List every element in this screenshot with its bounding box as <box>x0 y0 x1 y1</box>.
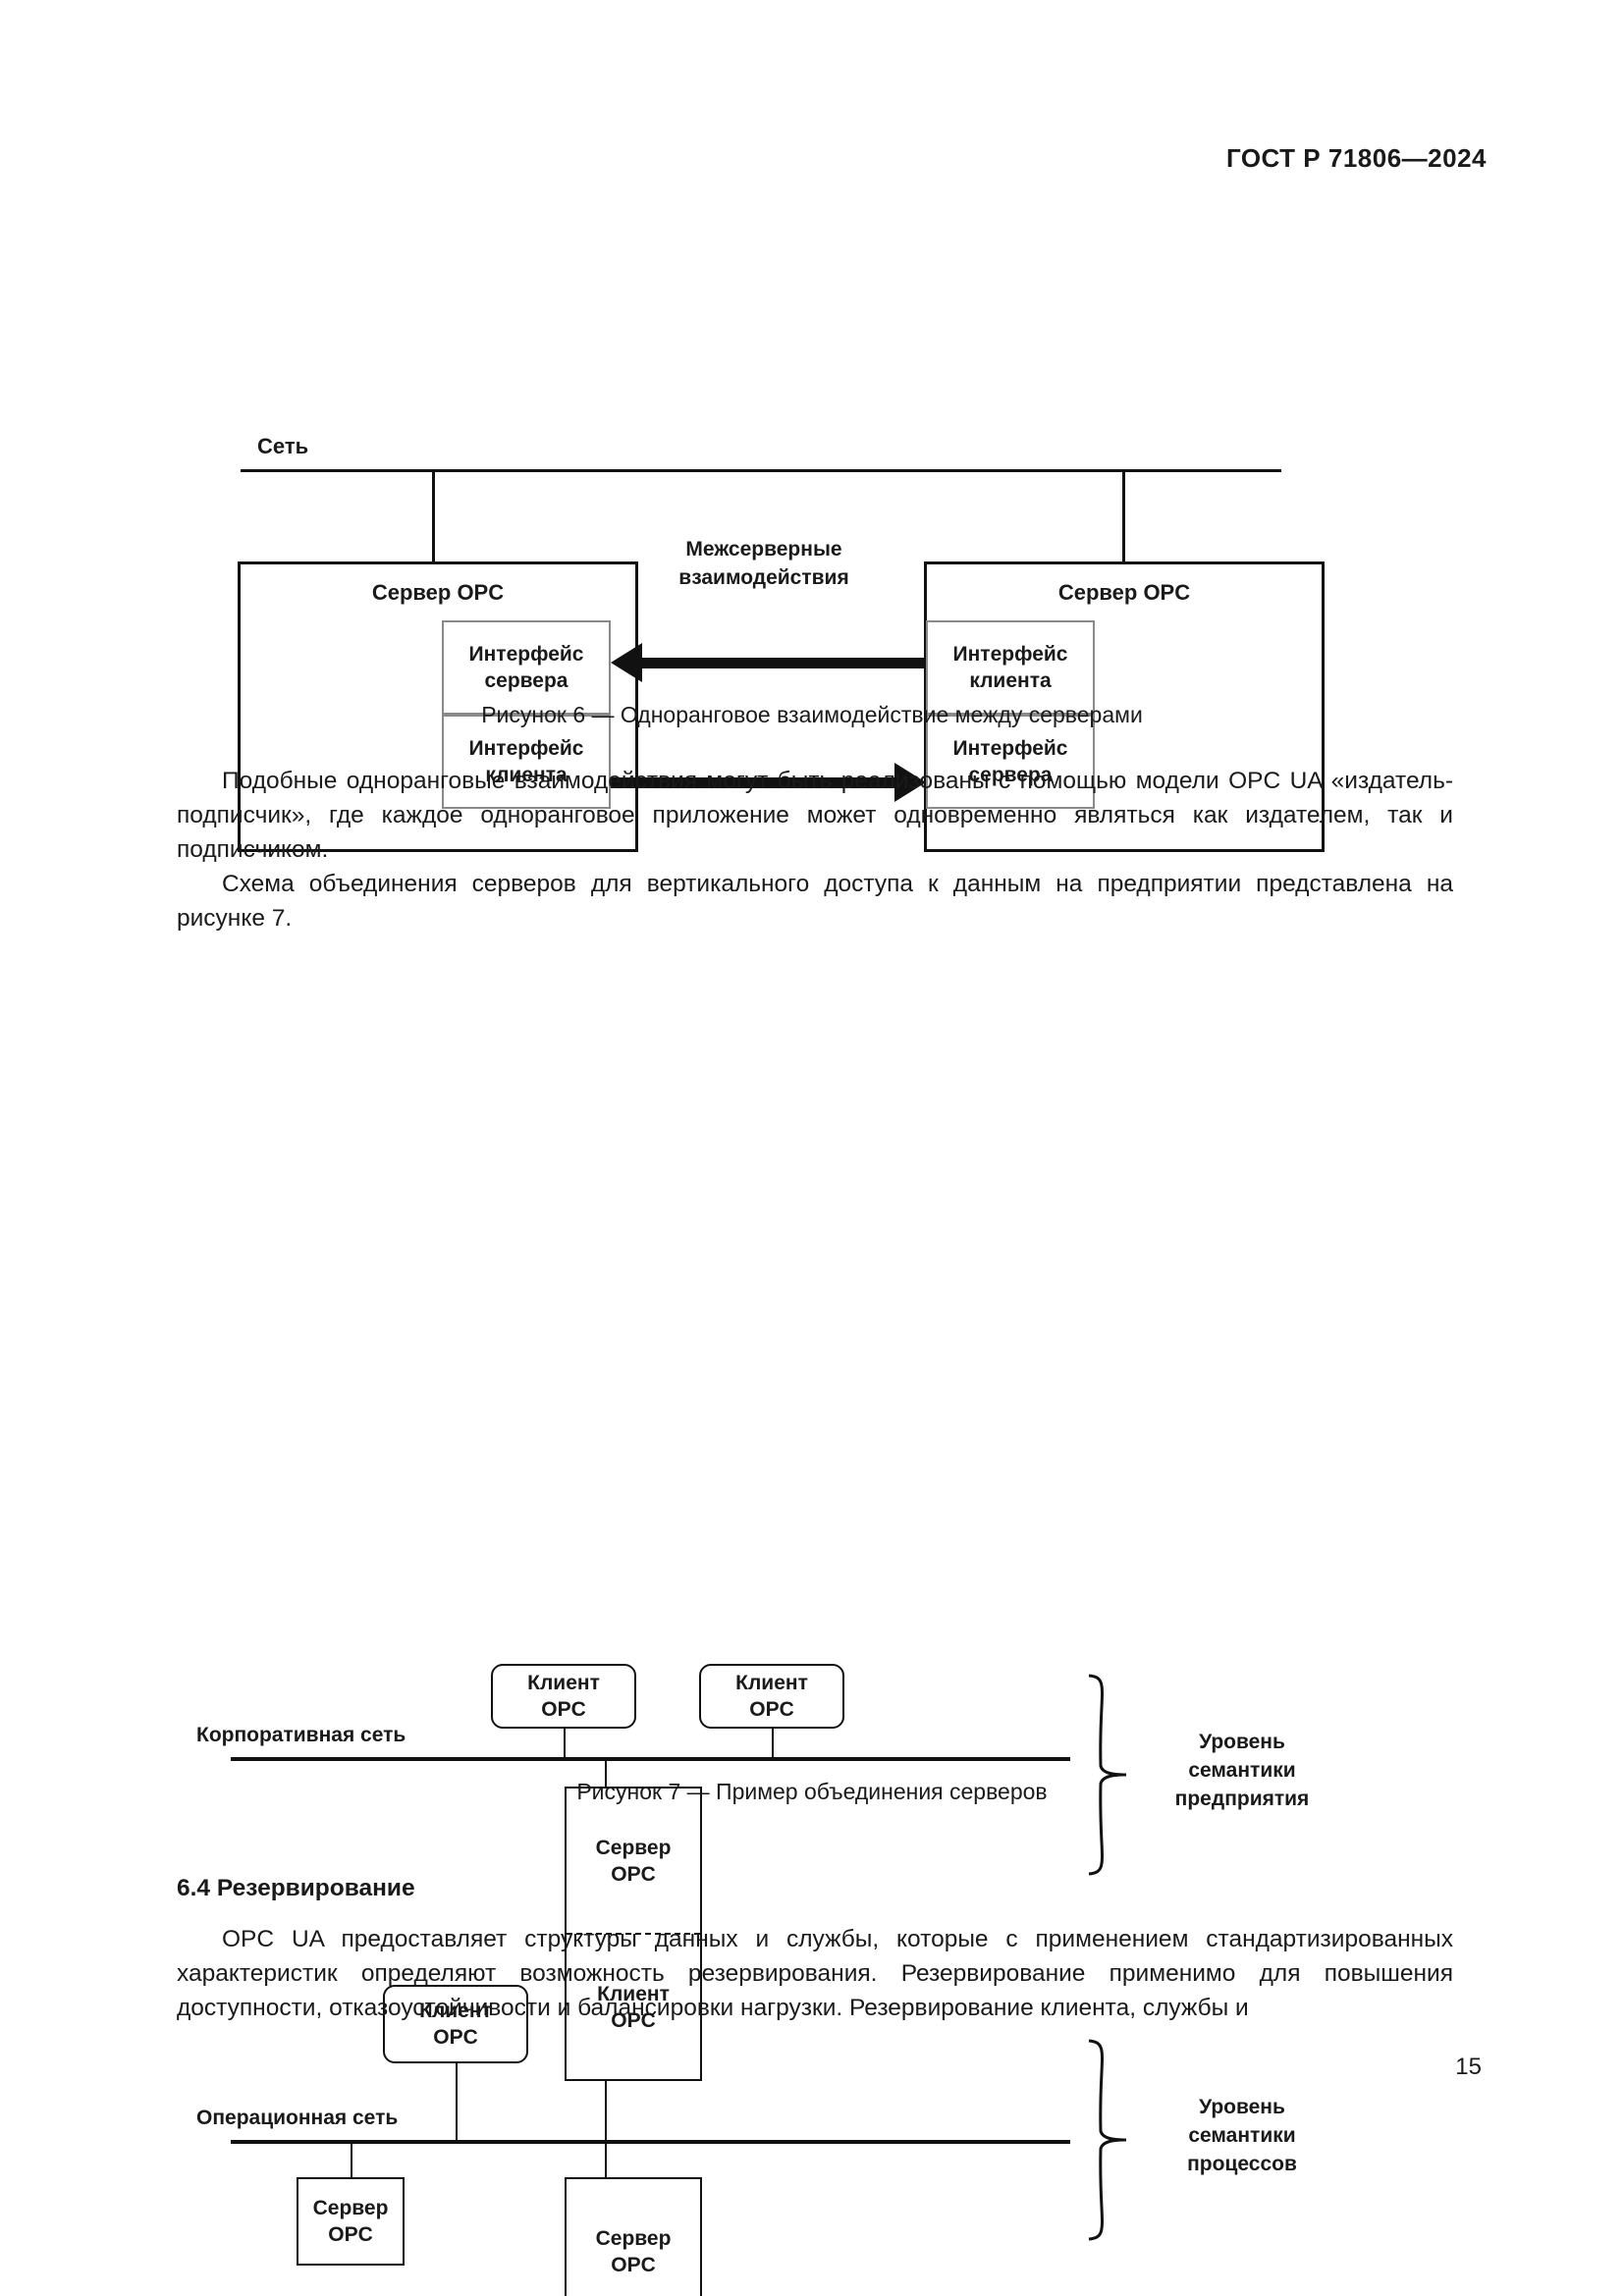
figure7-level-enterprise-line2: семантики <box>1188 1759 1296 1782</box>
figure7-level-label-process: Уровень семантики процессов <box>1139 2093 1345 2178</box>
figure6-left-server-interface-line2: сервера <box>484 669 568 692</box>
figure7-link-client-corp-1 <box>564 1729 566 1757</box>
figure7-brace-enterprise <box>1088 1674 1127 1876</box>
figure6-network-label: Сеть <box>257 434 309 458</box>
figure6-left-client-interface-box: Интерфейс клиента <box>442 715 611 809</box>
paragraph-vertical-access-text: Схема объединения серверов для вертикаль… <box>177 871 1453 932</box>
figure7-link-server-oper-left <box>351 2140 352 2177</box>
figure-6-diagram: Сеть Сервер OPC Интерфейс сервера Интерф… <box>0 206 1624 852</box>
paragraph-redundancy: OPC UA предоставляет структуры данных и … <box>177 1922 1453 2025</box>
figure7-level-label-enterprise: Уровень семантики предприятия <box>1139 1728 1345 1813</box>
figure6-interaction-label-line2: взаимодействия <box>678 566 849 589</box>
figure7-server-oper-left-line1: Сервер <box>312 2197 389 2219</box>
figure7-combo-process: Сервер OPC Клиент OPC <box>565 2177 702 2296</box>
figure7-client-corp-1: Клиент OPC <box>491 1664 636 1729</box>
figure7-client-corp-1-line1: Клиент <box>527 1672 600 1694</box>
figure6-left-server-interface-line1: Интерфейс <box>468 643 584 666</box>
figure7-combo-enterprise-server: Сервер OPC <box>567 1789 700 1933</box>
figure6-arrow-rightward-shaft <box>611 777 895 788</box>
figure6-right-client-interface-box: Интерфейс клиента <box>926 620 1095 715</box>
figure7-combo-enterprise-server-line1: Сервер <box>595 1836 672 1859</box>
figure7-level-process-line3: процессов <box>1187 2153 1297 2175</box>
figure7-link-client-corp-2 <box>772 1729 774 1757</box>
figure6-interaction-label: Межсерверные взаимодействия <box>636 535 892 592</box>
figure7-combo-enterprise-client: Клиент OPC <box>567 1933 700 2079</box>
paragraph-vertical-access: Схема объединения серверов для вертикаль… <box>177 867 1453 935</box>
page-header-standard-number: ГОСТ Р 71806—2024 <box>1225 143 1487 173</box>
figure6-arrow-leftward-shaft <box>640 658 926 668</box>
figure7-combo-process-server-line1: Сервер <box>595 2226 672 2250</box>
page-number: 15 <box>1455 2054 1482 2080</box>
figure7-combo-enterprise: Сервер OPC Клиент OPC <box>565 1787 702 2081</box>
figure7-bus-label-operational: Операционная сеть <box>196 2107 399 2129</box>
figure7-brace-process <box>1088 2039 1127 2241</box>
figure7-level-enterprise-line3: предприятия <box>1174 1788 1310 1810</box>
figure6-right-client-interface-line1: Интерфейс <box>952 643 1068 666</box>
figure6-arrow-rightward-head <box>894 763 926 802</box>
figure7-combo-process-server: Сервер OPC <box>567 2179 700 2296</box>
figure7-combo-enterprise-client-line2: OPC <box>611 2008 656 2032</box>
paragraph-peer-to-peer: Подобные одноранговые взаимодействия мог… <box>177 764 1453 867</box>
figure6-left-server-title: Сервер OPC <box>371 580 505 605</box>
figure7-level-process-line1: Уровень <box>1199 2096 1285 2118</box>
figure6-right-server-interface-line2: сервера <box>968 764 1053 786</box>
figure6-network-bus <box>241 469 1281 472</box>
figure7-client-oper-1-line2: OPC <box>433 2026 478 2049</box>
figure7-link-combo-enterprise-up <box>605 1757 607 1787</box>
figure6-right-server-interface-line1: Интерфейс <box>952 737 1068 760</box>
figure7-combo-process-server-line2: OPC <box>611 2253 656 2276</box>
figure7-client-oper-1-line1: Клиент <box>419 2000 492 2022</box>
figure7-link-combo-process-up <box>605 2140 607 2177</box>
figure6-drop-right <box>1122 469 1125 563</box>
figure7-level-process-line2: семантики <box>1188 2124 1296 2147</box>
figure7-link-client-oper-1 <box>456 2063 458 2140</box>
figure7-client-corp-2-line2: OPC <box>749 1698 794 1721</box>
figure-6-caption: Рисунок 6 — Одноранговое взаимодействие … <box>481 702 1143 727</box>
figure6-right-server-interface-box: Интерфейс сервера <box>926 715 1095 809</box>
figure-7-diagram: Корпоративная сеть Клиент OPC Клиент OPC… <box>0 1001 1624 2296</box>
figure-7-caption: Рисунок 7 — Пример объединения серверов <box>576 1779 1048 1804</box>
figure7-level-enterprise-line1: Уровень <box>1199 1731 1285 1753</box>
figure7-combo-enterprise-server-line2: OPC <box>611 1862 656 1886</box>
figure7-link-combo-enterprise-down <box>605 2081 607 2140</box>
figure7-bus-label-corporate: Корпоративная сеть <box>196 1724 406 1746</box>
figure6-right-client-interface-line2: клиента <box>969 669 1052 692</box>
paragraph-peer-to-peer-text: Подобные одноранговые взаимодействия мог… <box>177 768 1453 863</box>
figure6-left-server-interface-box: Интерфейс сервера <box>442 620 611 715</box>
figure7-server-oper-left: Сервер OPC <box>297 2177 405 2266</box>
figure7-client-corp-1-line2: OPC <box>541 1698 586 1721</box>
figure7-client-corp-2-line1: Клиент <box>735 1672 808 1694</box>
figure6-drop-left <box>432 469 435 563</box>
figure6-left-client-interface-line2: клиента <box>485 764 568 786</box>
figure7-client-oper-1: Клиент OPC <box>383 1985 528 2063</box>
figure6-left-client-interface-line1: Интерфейс <box>468 737 584 760</box>
figure7-combo-enterprise-client-line1: Клиент <box>597 1982 670 2005</box>
figure6-interaction-label-line1: Межсерверные <box>685 538 842 561</box>
figure7-client-corp-2: Клиент OPC <box>699 1664 844 1729</box>
figure7-server-oper-left-line2: OPC <box>328 2223 373 2246</box>
figure6-right-server-title: Сервер OPC <box>1057 580 1191 605</box>
paragraph-redundancy-text: OPC UA предоставляет структуры данных и … <box>177 1926 1453 2021</box>
figure7-bus-operational <box>231 2140 1070 2144</box>
section-heading-6-4: 6.4 Резервирование <box>177 1875 415 1901</box>
figure7-bus-corporate <box>231 1757 1070 1761</box>
figure6-arrow-leftward-head <box>611 643 642 682</box>
